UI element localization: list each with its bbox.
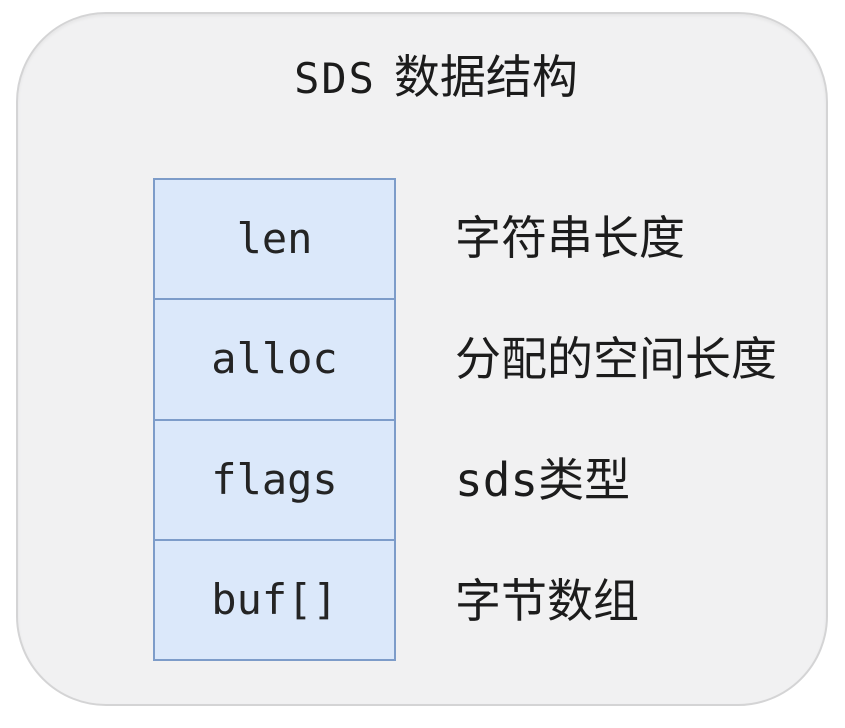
description-alloc: 分配的空间长度 xyxy=(455,332,777,387)
struct-field-len: len xyxy=(155,180,394,301)
description-flags: sds类型 xyxy=(455,452,631,507)
description-len: 字符串长度 xyxy=(455,211,685,266)
title-cjk-text: 数据结构 xyxy=(393,50,578,104)
title-latin-text: SDS xyxy=(294,54,376,103)
struct-box: len alloc flags buf[] xyxy=(153,178,396,661)
struct-field-alloc: alloc xyxy=(155,300,394,421)
field-descriptions: 字符串长度 分配的空间长度 sds类型 字节数组 xyxy=(455,178,835,661)
description-buf: 字节数组 xyxy=(455,573,639,628)
struct-field-flags: flags xyxy=(155,421,394,541)
struct-field-buf: buf[] xyxy=(211,574,338,624)
